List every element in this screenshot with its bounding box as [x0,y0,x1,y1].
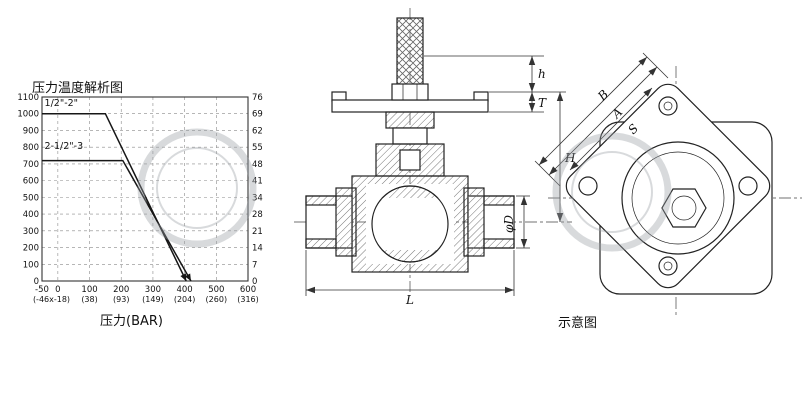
y-tick-right: 21 [252,227,263,237]
watermark-stamp-right-inner [571,151,653,233]
y-tick-left: 500 [23,193,39,203]
gland-packing [385,111,435,129]
y-tick-left: 0 [34,277,39,287]
thread-left-bottom [305,238,337,249]
ball-outline [371,185,449,263]
dim-label-phiD: φD [502,215,516,233]
center-hex [661,188,707,228]
raised-face-circle [631,151,725,245]
y-tick-left: 1100 [17,93,39,103]
dim-label-T: T [538,96,547,110]
bolt-hole-bottom [658,256,678,276]
valve-stem [396,17,424,93]
mounting-plate [331,99,489,113]
x-sub-tick: (-46x-18) [33,295,70,304]
x-tick: 200 [113,285,129,295]
y-tick-left: 1000 [17,110,39,120]
x-sub-tick: (38) [81,295,97,304]
y-tick-left: 900 [23,126,39,136]
y-tick-right: 41 [252,177,263,187]
bolt-hole-top-inner [663,101,673,111]
y-tick-left: 800 [23,143,39,153]
y-tick-right: 55 [252,143,263,153]
x-sub-tick: (260) [206,295,228,304]
y-tick-right: 28 [252,210,263,220]
gland-follower [392,127,428,145]
series-line [42,159,192,282]
series-label: 1/2"-2" [45,98,79,109]
x-tick: 300 [145,285,161,295]
x-tick: 100 [81,285,97,295]
thread-left-top [305,195,337,206]
bolt-hole-left [578,176,598,196]
valve-side-view: B A S [534,52,802,318]
union-nut-left [335,187,357,257]
side-view-caption: 示意图 [558,316,598,331]
x-tick: 0 [55,285,60,295]
bolt-hole-bottom-inner [663,261,673,271]
bolt-hole-top [658,96,678,116]
dim-label-B: B [594,87,611,104]
y-tick-right: 0 [252,277,257,287]
x-sub-tick: (149) [142,295,164,304]
ball-bore [370,198,450,250]
chart-frame [41,96,249,282]
chart-xlabel: 压力(BAR) [100,314,163,329]
series-label: 2-1/2"-3 [45,141,84,152]
pressure-temperature-chart: 0 0 100 7 200 14 300 21 400 28 500 34 600 41 700 48 800 5… [17,93,262,304]
watermark-stamp-left [137,128,257,248]
y-tick-right: 34 [252,193,263,203]
y-tick-left: 400 [23,210,39,220]
y-tick-right: 14 [252,244,263,254]
dim-label-A: A [608,105,625,122]
y-tick-right: 48 [252,160,263,170]
chart-title: 压力温度解析图 [32,81,124,96]
x-sub-tick: (93) [113,295,129,304]
y-tick-right: 76 [252,93,263,103]
watermark-stamp-left-inner [156,147,238,229]
x-tick: 400 [176,285,192,295]
y-tick-left: 700 [23,160,39,170]
y-tick-right: 62 [252,126,263,136]
union-nut-right [463,187,485,257]
dim-label-h: h [538,67,546,81]
x-tick: 600 [240,285,256,295]
stem-bore [399,149,421,171]
watermark-stamp-right [552,132,672,252]
x-sub-tick: (204) [174,295,196,304]
flange-face-circle [621,141,735,255]
watermark-stamps [137,128,672,252]
thread-right-top [483,195,515,206]
dim-label-L: L [405,293,414,307]
x-tick: 500 [208,285,224,295]
y-tick-left: 200 [23,244,39,254]
center-port-circle [671,195,697,221]
x-tick: -50 [35,285,49,295]
thread-right-bottom [483,238,515,249]
y-tick-right: 69 [252,110,263,120]
y-tick-right: 7 [252,260,257,270]
valve-front-view [294,8,572,292]
y-tick-left: 100 [23,260,39,270]
stem-nut [391,83,429,101]
y-tick-left: 600 [23,177,39,187]
y-tick-left: 300 [23,227,39,237]
x-sub-tick: (316) [237,295,259,304]
bolt-hole-right [738,176,758,196]
